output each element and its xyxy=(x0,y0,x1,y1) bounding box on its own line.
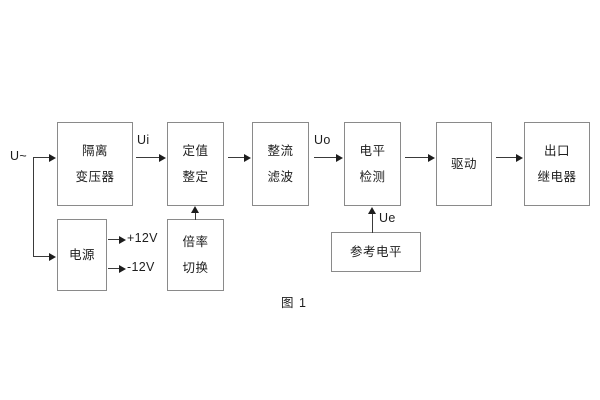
connector-input-to-isolation-transformer xyxy=(33,157,50,158)
connector-driver-to-output-relay xyxy=(496,157,517,158)
block-isolation-transformer: 隔离 变压器 xyxy=(57,122,133,206)
arrowhead-isolation-transformer-to-setpoint xyxy=(159,154,166,162)
connector-power-supply-negative-12v xyxy=(108,268,120,269)
block-line: 滤波 xyxy=(267,169,294,184)
connector-reference-level-to-level-detect xyxy=(372,213,373,233)
figure-caption: 图 1 xyxy=(281,296,307,310)
block-reference-level: 参考电平 xyxy=(331,232,421,272)
block-line: 电源 xyxy=(68,247,95,262)
block-line: 整定 xyxy=(182,169,209,184)
block-line: 参考电平 xyxy=(349,244,402,259)
block-setpoint-adjust: 定值 整定 xyxy=(167,122,224,206)
connector-setpoint-to-rectify-filter xyxy=(228,157,245,158)
arrowhead-level-detect-to-driver xyxy=(428,154,435,162)
block-line: 定值 xyxy=(182,144,209,158)
block-power-supply: 电源 xyxy=(57,219,107,291)
connector-input-to-power-supply xyxy=(33,256,50,257)
block-level-detect: 电平 检测 xyxy=(344,122,401,206)
label-negative-12v: -12V xyxy=(127,260,155,274)
arrowhead-input-to-isolation-transformer xyxy=(49,154,56,162)
label-input-voltage: U~ xyxy=(10,149,27,163)
arrowhead-driver-to-output-relay xyxy=(516,154,523,162)
block-line: 变压器 xyxy=(75,169,115,184)
block-line: 出口 xyxy=(543,144,570,158)
label-uo-signal: Uo xyxy=(314,133,331,147)
label-positive-12v: +12V xyxy=(127,231,158,245)
arrowhead-multiplier-switch-to-setpoint xyxy=(191,206,199,213)
arrowhead-setpoint-to-rectify-filter xyxy=(244,154,251,162)
arrowhead-input-to-power-supply xyxy=(49,253,56,261)
block-output-relay: 出口 继电器 xyxy=(524,122,590,206)
block-line: 驱动 xyxy=(450,156,477,171)
block-line: 切换 xyxy=(182,260,209,275)
block-line: 检测 xyxy=(359,169,386,184)
block-line: 整流 xyxy=(267,144,294,158)
block-driver: 驱动 xyxy=(436,122,492,206)
block-line: 继电器 xyxy=(537,169,577,184)
connector-input-trunk xyxy=(33,157,34,257)
connector-power-supply-positive-12v xyxy=(108,239,120,240)
connector-rectify-filter-to-level-detect xyxy=(314,157,337,158)
block-line: 隔离 xyxy=(81,144,108,158)
connector-level-detect-to-driver xyxy=(405,157,429,158)
label-ui-signal: Ui xyxy=(137,133,150,147)
arrowhead-reference-level-to-level-detect xyxy=(368,207,376,214)
block-line: 电平 xyxy=(359,144,386,158)
label-ue-signal: Ue xyxy=(379,211,396,225)
connector-multiplier-switch-to-setpoint xyxy=(195,212,196,220)
arrowhead-power-supply-positive-12v xyxy=(119,236,126,244)
arrowhead-rectify-filter-to-level-detect xyxy=(336,154,343,162)
connector-isolation-transformer-to-setpoint xyxy=(136,157,160,158)
arrowhead-power-supply-negative-12v xyxy=(119,265,126,273)
block-line: 倍率 xyxy=(182,235,209,249)
block-multiplier-switch: 倍率 切换 xyxy=(167,219,224,291)
block-rectify-filter: 整流 滤波 xyxy=(252,122,309,206)
